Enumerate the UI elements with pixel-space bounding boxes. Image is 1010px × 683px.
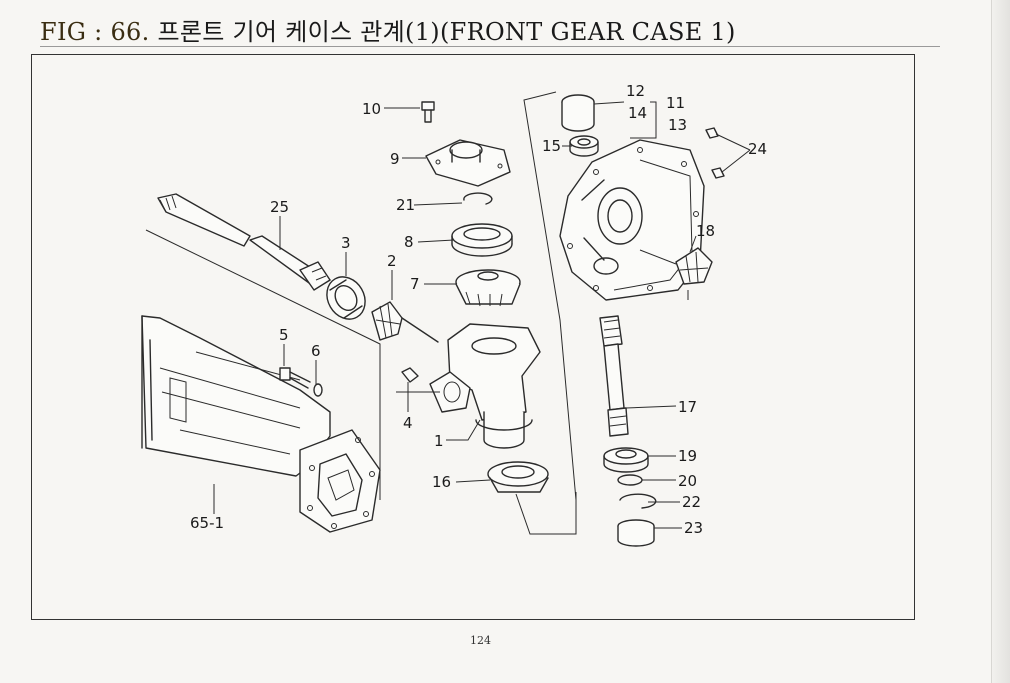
callout-4: 4: [403, 414, 413, 432]
bevel-gear-small: [675, 247, 713, 285]
stud-bolt: [401, 367, 419, 392]
cap-top-right: [561, 94, 595, 132]
taper-bearing: [451, 223, 513, 257]
callout-24: 24: [748, 140, 767, 158]
callout-10: 10: [362, 100, 381, 118]
callout-20: 20: [678, 472, 697, 490]
callout-21: 21: [396, 196, 415, 214]
lower-bearing: [603, 447, 649, 473]
callout-65-1: 65-1: [190, 514, 224, 532]
bearing: [326, 276, 366, 320]
leader-lines: [213, 101, 751, 529]
callout-17: 17: [678, 398, 697, 416]
page-number: 124: [470, 634, 491, 647]
callout-19: 19: [678, 447, 697, 465]
ring: [617, 474, 643, 486]
callout-13: 13: [668, 116, 687, 134]
alignment-line: [639, 249, 689, 300]
drive-shaft: [157, 193, 331, 291]
page-title: FIG : 66. 프론트 기어 케이스 관계(1)(FRONT GEAR CA…: [40, 12, 736, 47]
callout-3: 3: [341, 234, 351, 252]
small-bearing: [569, 135, 599, 157]
callout-23: 23: [684, 519, 703, 537]
oil-seal: [487, 461, 549, 493]
assembly-line-left: [396, 391, 577, 535]
cover-cap: [425, 139, 511, 187]
bushing: [617, 519, 655, 547]
callout-18: 18: [696, 222, 715, 240]
title-english: (FRONT GEAR CASE 1): [439, 18, 736, 46]
page-edge: [991, 0, 1010, 683]
callout-labels: 10 9 21 8 7 25 3 2 5 6 4 1 16 65-1 12 14…: [190, 82, 767, 537]
callout-12: 12: [626, 82, 645, 100]
title-korean: 프론트 기어 케이스 관계(1): [157, 18, 440, 46]
callout-5: 5: [279, 326, 289, 344]
assembly-line-right: [523, 91, 577, 501]
callout-22: 22: [682, 493, 701, 511]
gear-case-lower: [429, 323, 541, 449]
circlip-lower: [619, 493, 657, 509]
callout-15: 15: [542, 137, 561, 155]
callout-8: 8: [404, 233, 414, 251]
diagram-frame: [31, 54, 915, 620]
axle-housing: [141, 229, 381, 533]
callout-2: 2: [387, 252, 397, 270]
bolt-and-washer: [279, 367, 323, 397]
bolt-top: [421, 101, 435, 123]
callout-9: 9: [390, 150, 400, 168]
callout-1: 1: [434, 432, 444, 450]
callout-14: 14: [628, 104, 647, 122]
bevel-pinion: [371, 301, 439, 343]
figure-number: FIG : 66.: [40, 18, 150, 46]
circlip-upper: [463, 192, 493, 205]
title-rule: [40, 46, 940, 47]
callout-7: 7: [410, 275, 420, 293]
callout-16: 16: [432, 473, 451, 491]
callout-6: 6: [311, 342, 321, 360]
bevel-gear: [455, 269, 521, 307]
callout-11: 11: [666, 94, 685, 112]
callout-25: 25: [270, 198, 289, 216]
studs: [705, 127, 725, 179]
vertical-shaft: [599, 315, 629, 437]
